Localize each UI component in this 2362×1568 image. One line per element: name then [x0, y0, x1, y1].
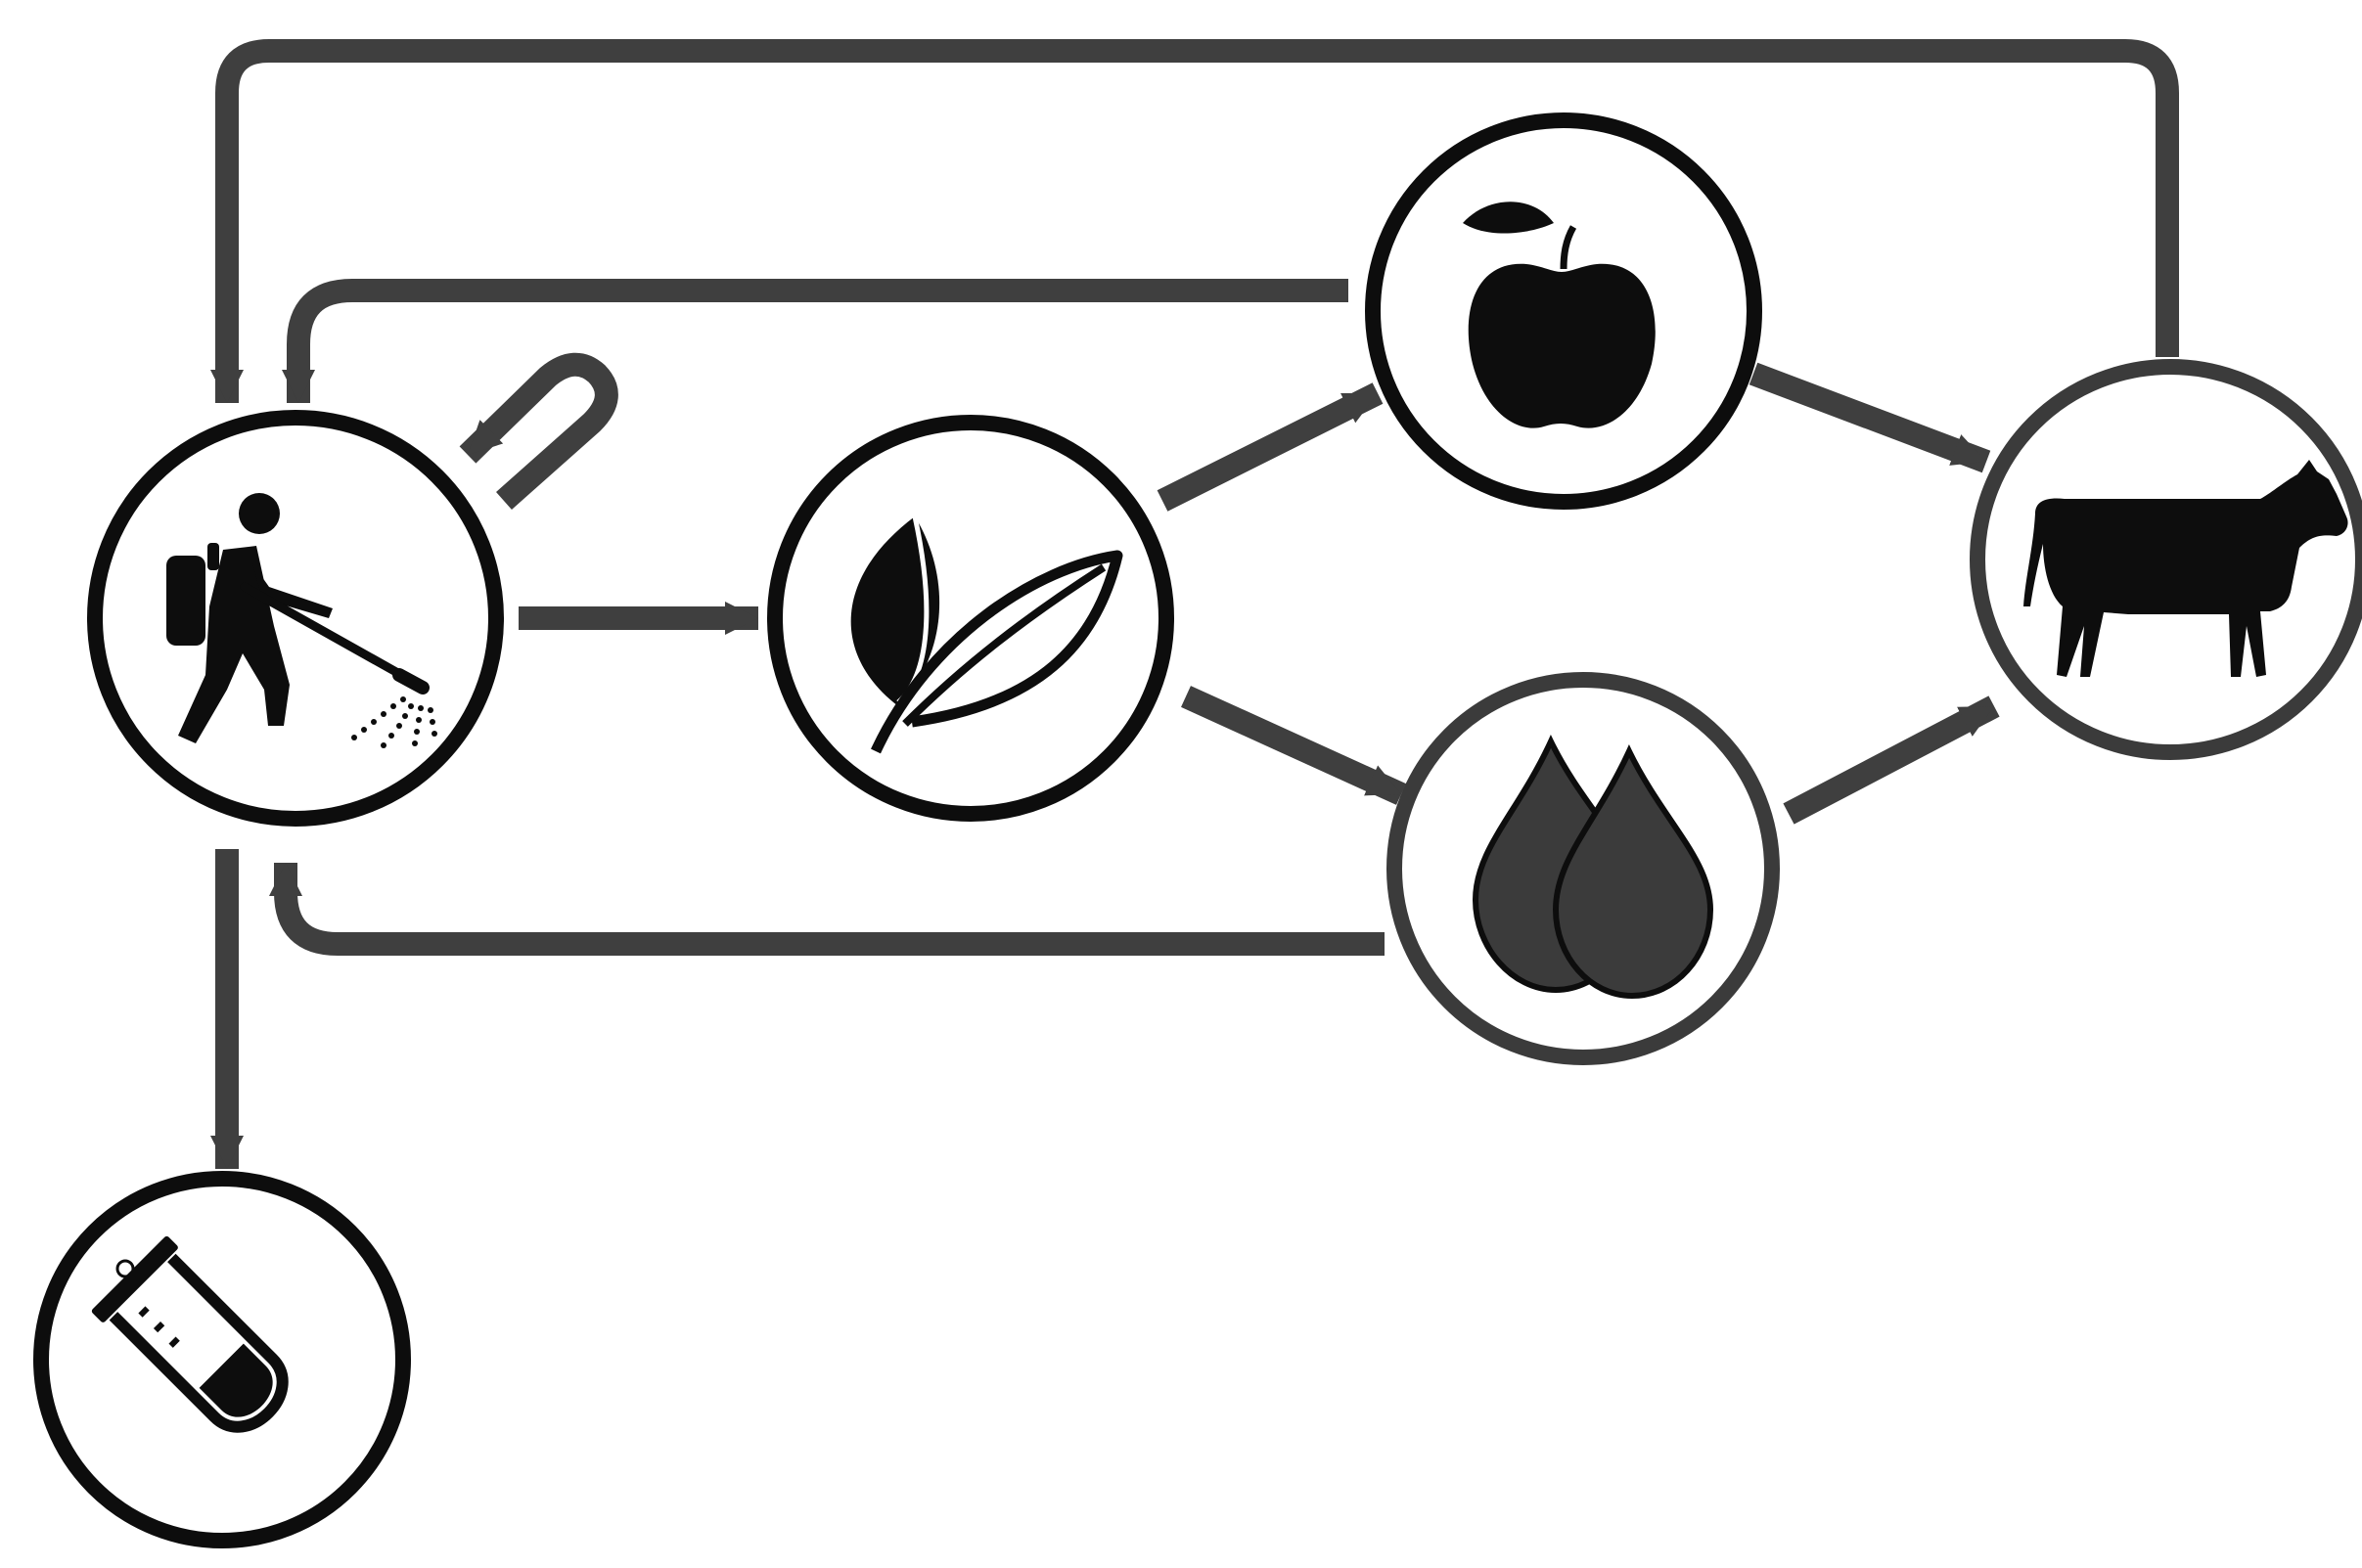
water-drops-icon — [1472, 734, 1714, 1000]
test-tube-icon — [91, 1235, 289, 1433]
arrows — [210, 39, 2179, 1169]
node-plants — [767, 415, 1174, 822]
arrow-water-to-applicator — [269, 863, 1385, 956]
arrow-plants-to-water — [1181, 686, 1406, 805]
person-spraying-icon — [166, 493, 437, 748]
node-lab-sample — [33, 1171, 411, 1548]
node-fruit — [1365, 112, 1762, 510]
arrow-applicator-self-loop — [459, 352, 618, 510]
leaves-icon — [850, 515, 1123, 754]
arrow-fruit-to-livestock — [1749, 362, 1991, 473]
arrow-water-to-livestock — [1783, 695, 2000, 825]
arrow-plants-to-fruit — [1157, 382, 1384, 512]
node-livestock — [1970, 359, 2362, 760]
apple-icon — [1463, 202, 1656, 428]
node-water — [1386, 672, 1780, 1065]
arrow-livestock-to-applicator — [210, 39, 2179, 403]
cow-icon — [2023, 460, 2348, 677]
arrow-fruit-to-applicator — [282, 279, 1348, 403]
node-applicator — [87, 410, 504, 827]
